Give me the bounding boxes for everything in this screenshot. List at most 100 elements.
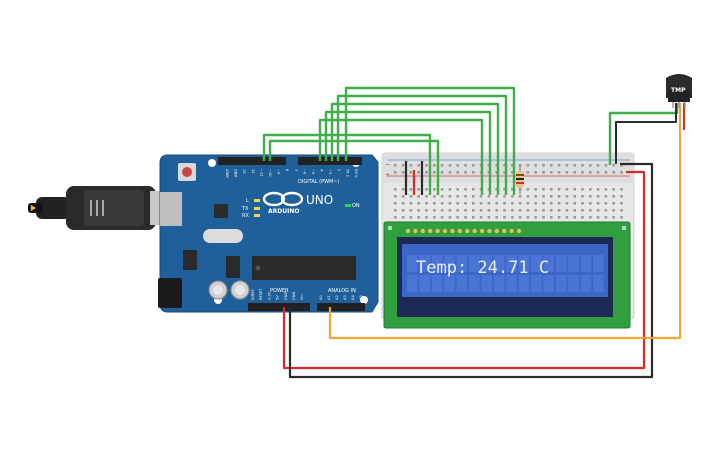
breadboard-hole[interactable]	[401, 188, 405, 191]
digital-header[interactable]	[218, 157, 362, 165]
breadboard-hole[interactable]	[409, 195, 413, 198]
breadboard-hole[interactable]	[534, 216, 537, 219]
breadboard-hole[interactable]	[394, 188, 397, 191]
breadboard-hole[interactable]	[550, 202, 553, 205]
breadboard-hole[interactable]	[612, 216, 615, 219]
breadboard-hole[interactable]	[620, 188, 623, 191]
breadboard-hole[interactable]	[550, 195, 553, 198]
breadboard-hole[interactable]	[581, 202, 584, 205]
lcd-pin[interactable]	[428, 228, 433, 234]
breadboard-hole[interactable]	[472, 164, 475, 167]
breadboard-hole[interactable]	[456, 202, 459, 205]
breadboard-hole[interactable]	[401, 171, 405, 174]
lcd-pin[interactable]	[502, 228, 507, 234]
breadboard-hole[interactable]	[487, 209, 491, 212]
breadboard-hole[interactable]	[620, 171, 623, 174]
wire-green-2[interactable]	[268, 139, 440, 195]
breadboard-hole[interactable]	[542, 209, 545, 212]
breadboard-hole[interactable]	[448, 216, 452, 219]
breadboard-hole[interactable]	[456, 171, 459, 174]
breadboard-hole[interactable]	[518, 164, 522, 167]
breadboard-hole[interactable]	[542, 164, 545, 167]
breadboard-hole[interactable]	[620, 202, 623, 205]
breadboard-hole[interactable]	[511, 209, 514, 212]
breadboard-hole[interactable]	[550, 209, 553, 212]
breadboard-hole[interactable]	[487, 216, 491, 219]
breadboard-hole[interactable]	[401, 209, 405, 212]
breadboard-hole[interactable]	[557, 195, 561, 198]
resistor[interactable]	[516, 166, 524, 194]
breadboard-hole[interactable]	[503, 171, 506, 174]
breadboard-hole[interactable]	[542, 202, 545, 205]
breadboard-hole[interactable]	[495, 202, 498, 205]
breadboard-hole[interactable]	[503, 216, 506, 219]
breadboard-hole[interactable]	[495, 171, 498, 174]
breadboard-hole[interactable]	[596, 171, 600, 174]
breadboard-hole[interactable]	[448, 164, 452, 167]
breadboard-hole[interactable]	[503, 209, 506, 212]
breadboard-hole[interactable]	[604, 164, 608, 167]
breadboard-hole[interactable]	[526, 164, 530, 167]
breadboard-hole[interactable]	[534, 188, 537, 191]
breadboard-hole[interactable]	[526, 202, 530, 205]
breadboard-hole[interactable]	[511, 216, 514, 219]
breadboard-hole[interactable]	[417, 209, 420, 212]
breadboard-hole[interactable]	[550, 216, 553, 219]
breadboard-hole[interactable]	[534, 164, 537, 167]
breadboard-hole[interactable]	[464, 195, 467, 198]
breadboard-hole[interactable]	[425, 171, 428, 174]
breadboard-hole[interactable]	[495, 195, 498, 198]
breadboard-hole[interactable]	[487, 202, 491, 205]
breadboard-hole[interactable]	[573, 171, 576, 174]
breadboard-hole[interactable]	[503, 188, 506, 191]
wire-green-5[interactable]	[330, 102, 500, 195]
breadboard-hole[interactable]	[620, 209, 623, 212]
wire-green-3[interactable]	[318, 118, 484, 195]
arduino-uno-board[interactable]: L TX RX ON ARDUINO UNO DIGITAL (PWM~) PO…	[158, 154, 379, 313]
breadboard-hole[interactable]	[557, 188, 561, 191]
breadboard-hole[interactable]	[526, 195, 530, 198]
wire-orange-a0[interactable]	[328, 103, 682, 340]
lcd-pin[interactable]	[450, 228, 455, 234]
breadboard-hole[interactable]	[503, 164, 506, 167]
breadboard-hole[interactable]	[589, 171, 592, 174]
breadboard-hole[interactable]	[448, 209, 452, 212]
lcd-16x2[interactable]: Temp: 24.71 C	[383, 221, 631, 329]
breadboard-hole[interactable]	[456, 195, 459, 198]
breadboard-hole[interactable]	[409, 164, 413, 167]
breadboard-hole[interactable]	[526, 171, 530, 174]
breadboard-hole[interactable]	[589, 195, 592, 198]
breadboard-hole[interactable]	[557, 171, 561, 174]
breadboard-hole[interactable]	[472, 216, 475, 219]
breadboard-hole[interactable]	[526, 216, 530, 219]
breadboard-hole[interactable]	[596, 164, 600, 167]
breadboard-hole[interactable]	[565, 195, 569, 198]
breadboard-hole[interactable]	[456, 209, 459, 212]
lcd-pin[interactable]	[413, 228, 418, 234]
breadboard-hole[interactable]	[464, 171, 467, 174]
breadboard-hole[interactable]	[425, 188, 428, 191]
breadboard-hole[interactable]	[503, 202, 506, 205]
breadboard-hole[interactable]	[573, 188, 576, 191]
breadboard-hole[interactable]	[425, 209, 428, 212]
breadboard-hole[interactable]	[456, 164, 459, 167]
breadboard-hole[interactable]	[612, 164, 615, 167]
breadboard-hole[interactable]	[433, 209, 436, 212]
breadboard-hole[interactable]	[542, 188, 545, 191]
breadboard-hole[interactable]	[464, 216, 467, 219]
breadboard-hole[interactable]	[495, 209, 498, 212]
breadboard-hole[interactable]	[604, 216, 608, 219]
breadboard-hole[interactable]	[394, 164, 397, 167]
breadboard-hole[interactable]	[409, 209, 413, 212]
breadboard-hole[interactable]	[425, 216, 428, 219]
breadboard-hole[interactable]	[394, 171, 397, 174]
breadboard-hole[interactable]	[495, 164, 498, 167]
breadboard-hole[interactable]	[495, 216, 498, 219]
breadboard-hole[interactable]	[464, 164, 467, 167]
lcd-pin[interactable]	[442, 228, 448, 234]
breadboard-hole[interactable]	[394, 216, 397, 219]
breadboard-hole[interactable]	[433, 195, 436, 198]
breadboard-hole[interactable]	[589, 209, 592, 212]
breadboard-hole[interactable]	[557, 209, 561, 212]
breadboard-hole[interactable]	[417, 202, 420, 205]
